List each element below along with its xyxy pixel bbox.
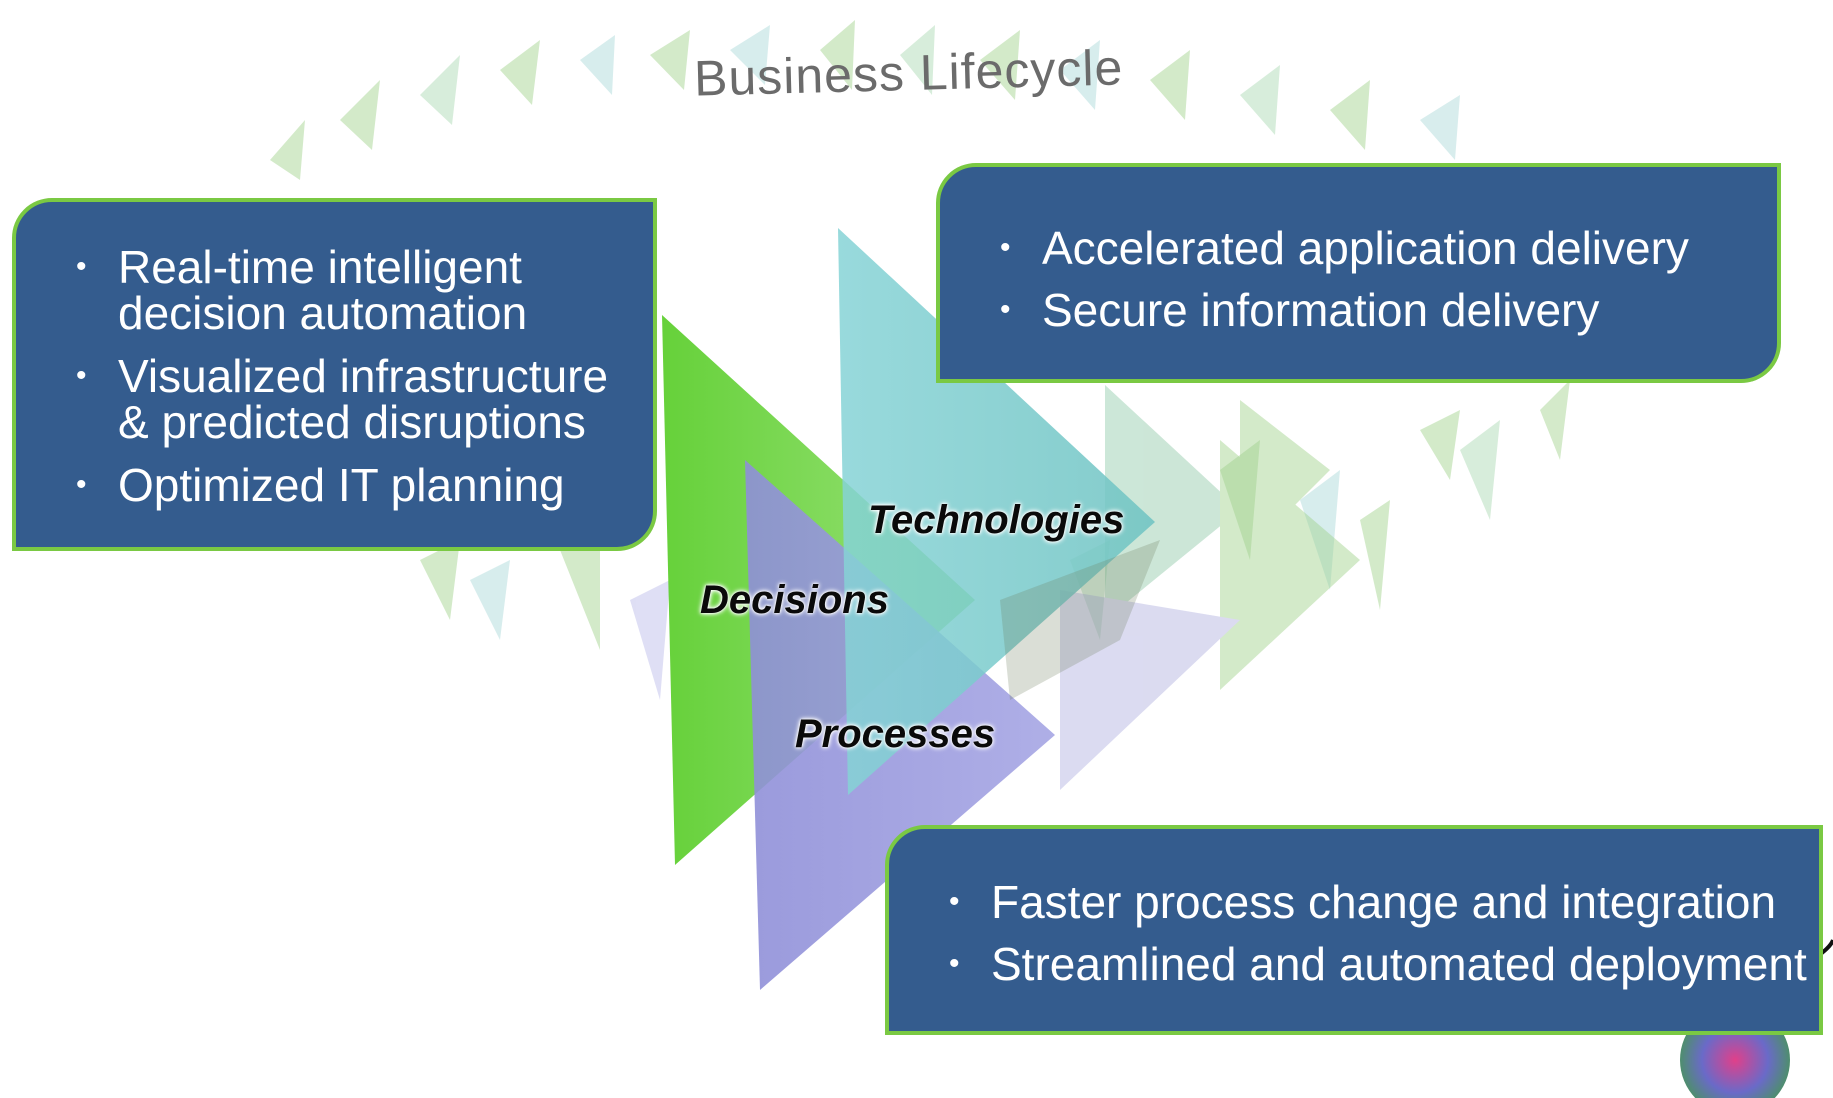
list-item: • Visualized infrastructure & predicted … (76, 353, 633, 445)
technologies-list: • Accelerated application delivery • Sec… (1000, 225, 1757, 333)
technologies-callout: • Accelerated application delivery • Sec… (936, 163, 1781, 383)
list-item: • Streamlined and automated deployment (949, 941, 1809, 987)
bullet-icon: • (76, 359, 87, 392)
list-item: • Accelerated application delivery (1000, 225, 1757, 271)
decisions-list: • Real-time intelligent decision automat… (76, 244, 633, 508)
processes-callout: • Faster process change and integration … (885, 825, 1823, 1035)
list-item-line: Faster process change and integration (991, 876, 1777, 928)
processes-list: • Faster process change and integration … (949, 879, 1809, 987)
list-item-line: Secure information delivery (1042, 284, 1600, 336)
list-item-line: Visualized infrastructure (118, 350, 609, 402)
list-item-line: Streamlined and automated deployment (991, 938, 1807, 990)
decisions-label: Decisions (700, 578, 889, 622)
list-item-line: Accelerated application delivery (1042, 222, 1689, 274)
diagram-title: Business Lifecycle (693, 39, 1124, 107)
bullet-icon: • (1000, 293, 1011, 326)
bullet-icon: • (76, 250, 87, 283)
list-item: • Optimized IT planning (76, 462, 633, 508)
list-item-line: Optimized IT planning (118, 459, 565, 511)
list-item: • Faster process change and integration (949, 879, 1809, 925)
decisions-callout: • Real-time intelligent decision automat… (12, 198, 657, 551)
list-item: • Secure information delivery (1000, 287, 1757, 333)
bullet-icon: • (76, 468, 87, 501)
list-item-line: Real-time intelligent (118, 241, 522, 293)
technologies-arrow (838, 228, 1155, 795)
list-item-line: decision automation (118, 287, 528, 339)
bullet-icon: • (1000, 231, 1011, 264)
technologies-label: Technologies (868, 498, 1125, 542)
ghost-arrows (1060, 385, 1360, 790)
processes-label: Processes (795, 712, 996, 756)
list-item: • Real-time intelligent decision automat… (76, 244, 633, 336)
lifecycle-arc (270, 20, 1570, 700)
arrow-shadow (1000, 540, 1160, 700)
bullet-icon: • (949, 947, 960, 980)
bullet-icon: • (949, 885, 960, 918)
list-item-line: & predicted disruptions (118, 396, 586, 448)
